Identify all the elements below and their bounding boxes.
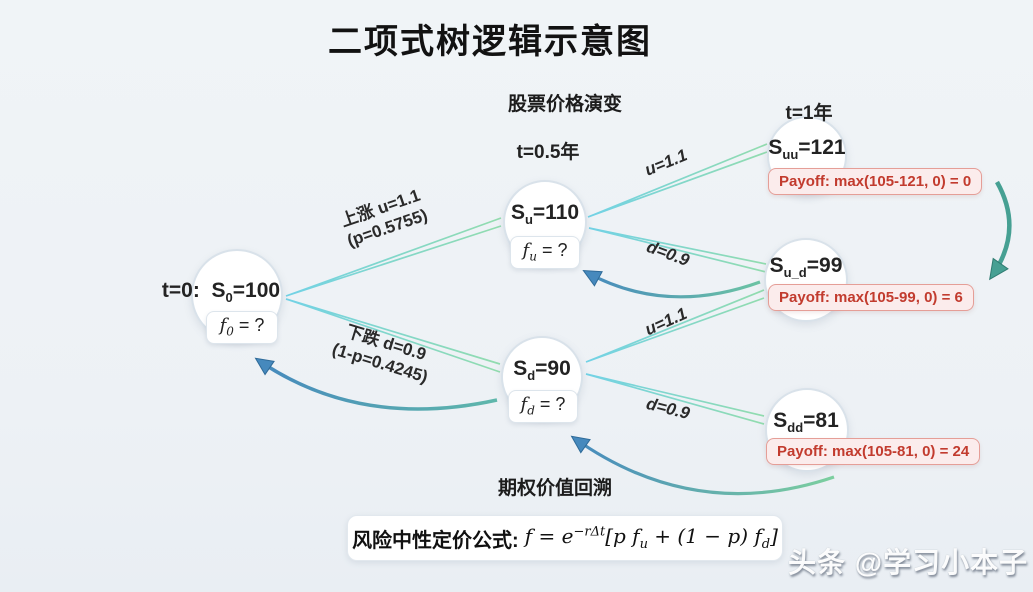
payoff-suu: Payoff: max(105-121, 0) = 0 bbox=[768, 168, 983, 195]
formula-mid: + (1 − p) f bbox=[647, 524, 762, 548]
arrow-sd-to-f0 bbox=[254, 357, 498, 411]
time-label-t05: t=0.5年 bbox=[516, 142, 580, 163]
fu-eq: = ? bbox=[536, 240, 568, 260]
formula-close: ] bbox=[770, 524, 778, 548]
arrow-payoff0-to-payoff6 bbox=[989, 180, 1012, 281]
formula-exponent: −rΔt bbox=[573, 524, 606, 540]
node-sd-option-box: fd = ? bbox=[508, 390, 578, 423]
formula-p1: p f bbox=[613, 524, 640, 548]
node-s0-label: t=0: S0=100 bbox=[150, 279, 292, 305]
arrow-sdd-to-fd bbox=[570, 435, 835, 496]
formula-sub-u: u bbox=[639, 537, 648, 552]
formula-eq: = bbox=[532, 524, 562, 548]
fu-subscript: u bbox=[529, 249, 537, 264]
payoff-sdd: Payoff: max(105-81, 0) = 24 bbox=[766, 438, 981, 465]
node-suu-label: Suu=121 bbox=[762, 136, 852, 162]
node-sdd-symbol: S bbox=[773, 409, 788, 432]
formula-sub-d: d bbox=[761, 537, 771, 552]
fd-eq: = ? bbox=[534, 394, 566, 414]
edge-su-sud bbox=[588, 227, 767, 273]
node-suu-subscript: uu bbox=[782, 147, 799, 163]
node-sd-subscript: d bbox=[527, 368, 536, 384]
node-s0-subscript: 0 bbox=[225, 290, 233, 306]
node-sdd-label: Sdd=81 bbox=[760, 409, 852, 435]
formula-base: e bbox=[561, 524, 574, 548]
f0-eq: = ? bbox=[233, 315, 265, 335]
formula-math: f = e−rΔt[p fu + (1 − p) fd] bbox=[525, 524, 778, 552]
formula-lhs: f bbox=[524, 524, 533, 548]
arrow-sud-to-fu bbox=[582, 269, 761, 299]
pricing-formula-box: 风险中性定价公式: f = e−rΔt[p fu + (1 − p) fd] bbox=[347, 515, 783, 561]
node-s0-symbol: S bbox=[211, 279, 226, 302]
edge-s0-sd bbox=[285, 298, 501, 373]
page-title: 二项式树逻辑示意图 bbox=[328, 23, 652, 61]
formula-label: 风险中性定价公式: bbox=[352, 529, 519, 552]
node-su-subscript: u bbox=[524, 212, 533, 228]
watermark: 头条 @学习小本子 bbox=[788, 547, 1029, 578]
fd-subscript: d bbox=[527, 403, 535, 418]
payoff-sud: Payoff: max(105-99, 0) = 6 bbox=[768, 284, 974, 311]
node-sd-value: =90 bbox=[535, 357, 571, 380]
node-sd-symbol: S bbox=[513, 357, 528, 380]
node-sud-subscript: u_d bbox=[783, 265, 807, 281]
node-su-option-box: fu = ? bbox=[510, 236, 580, 269]
node-s0-value: =100 bbox=[232, 279, 281, 302]
node-sud-label: Su_d=99 bbox=[758, 254, 854, 280]
f0-symbol: f bbox=[219, 315, 227, 336]
formula-open: [ bbox=[605, 524, 614, 548]
fd-symbol: f bbox=[520, 394, 528, 415]
edge-sd-sdd bbox=[585, 373, 765, 425]
time-label-t1: t=1年 bbox=[785, 103, 833, 124]
fu-symbol: f bbox=[522, 240, 530, 261]
node-s0-time: t=0: bbox=[161, 279, 200, 302]
node-sud-symbol: S bbox=[769, 254, 784, 277]
node-sdd-subscript: dd bbox=[787, 420, 804, 436]
node-s0-option-box: f0 = ? bbox=[206, 311, 278, 344]
section-backtrack: 期权价值回溯 bbox=[497, 478, 612, 499]
edge-s0-su bbox=[285, 217, 502, 297]
node-su-symbol: S bbox=[510, 201, 525, 224]
node-su-value: =110 bbox=[532, 201, 580, 224]
node-suu-symbol: S bbox=[768, 136, 783, 159]
f0-subscript: 0 bbox=[226, 324, 234, 339]
section-price-evolution: 股票价格演变 bbox=[507, 94, 622, 115]
node-su-label: Su=110 bbox=[503, 201, 587, 227]
edge-su-suu bbox=[587, 143, 768, 218]
node-sd-label: Sd=90 bbox=[501, 357, 583, 383]
node-suu-value: =121 bbox=[798, 136, 846, 159]
node-sud-value: =99 bbox=[806, 254, 843, 277]
edge-sd-sud bbox=[585, 289, 765, 363]
node-sdd-value: =81 bbox=[803, 409, 839, 432]
